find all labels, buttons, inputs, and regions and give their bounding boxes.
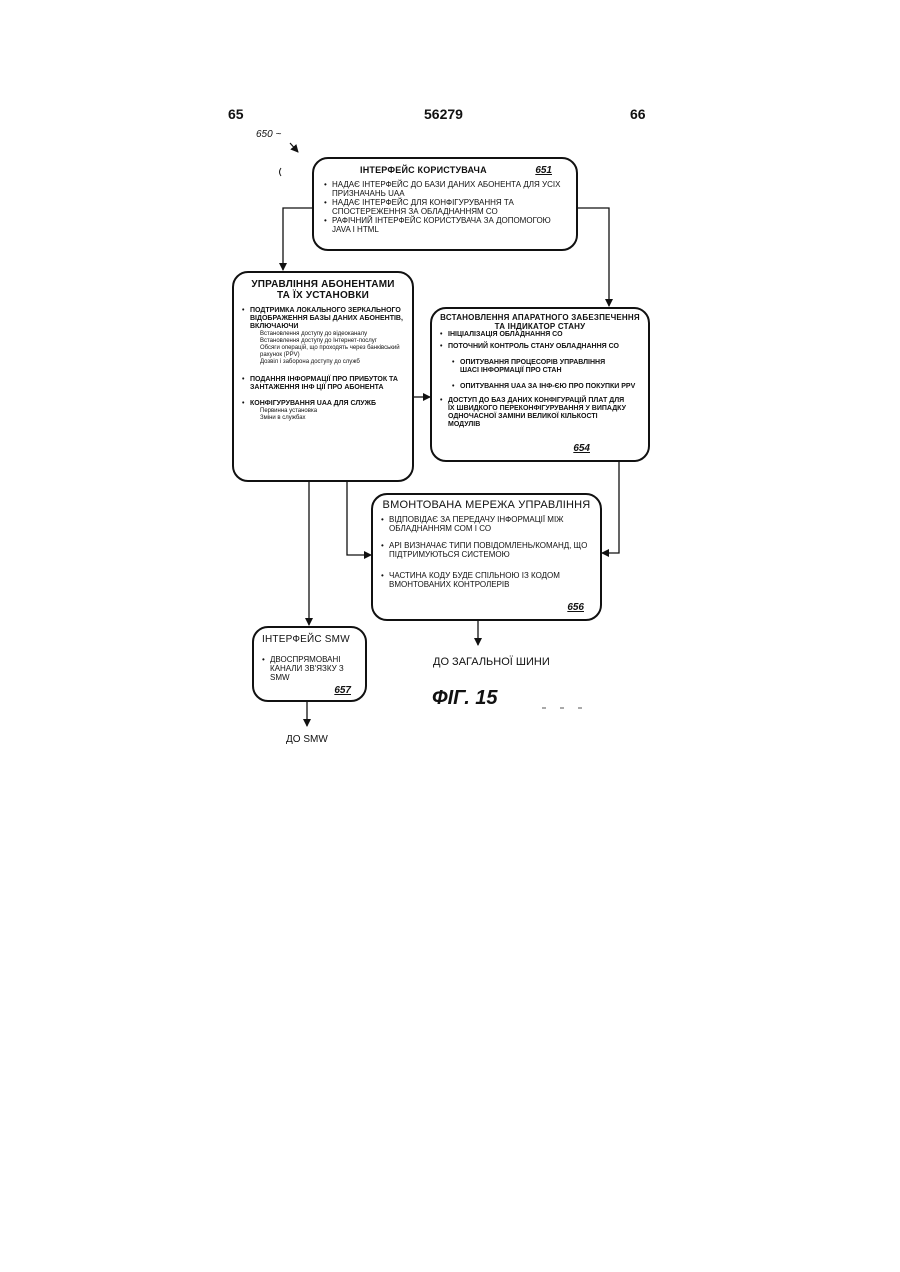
hardware-item: ПОТОЧНИЙ КОНТРОЛЬ СТАНУ ОБЛАДНАННЯ СО xyxy=(440,343,640,351)
user-interface-item: НАДАЄ ІНТЕРФЕЙС ДО БАЗИ ДАНИХ АБОНЕНТА Д… xyxy=(324,180,566,198)
user-interface-ref: 651 xyxy=(535,165,552,176)
link-subs-net xyxy=(347,482,371,555)
figure-label: ФІГ. 15 xyxy=(432,687,498,710)
subscriber-item-mirror: ПОДТРИМКА ЛОКАЛЬНОГО ЗЕРКАЛЬНОГО ВІДОБРА… xyxy=(242,307,404,331)
hardware-title-1: ВСТАНОВЛЕННЯ АПАРАТНОГО ЗАБЕЗПЕЧЕННЯ xyxy=(440,313,640,322)
embedded-network-item: ВІДПОВІДАЄ ЗА ПЕРЕДАЧУ ІНФОРМАЦІЇ МІЖ ОБ… xyxy=(381,515,589,533)
subscriber-subitem: Встановлення доступу до відеоканалу xyxy=(260,331,404,338)
subscriber-subitem: Встановлення доступу до Інтернет-послуг xyxy=(260,338,404,345)
subscriber-management-box: УПРАВЛІННЯ АБОНЕНТАМИ ТА ЇХ УСТАНОВКИ ПО… xyxy=(232,271,414,482)
user-interface-box: ІНТЕРФЕЙС КОРИСТУВАЧА НАДАЄ ІНТЕРФЕЙС ДО… xyxy=(312,157,578,251)
subscriber-subitem: Зміни в службах xyxy=(260,415,404,422)
embedded-network-ref: 656 xyxy=(567,602,584,613)
to-bus-label: ДО ЗАГАЛЬНОЇ ШИНИ xyxy=(433,656,550,668)
subscriber-subitem: Дозвіл і заборона доступу до служб xyxy=(260,359,404,366)
smw-interface-title: ІНТЕРФЕЙС SMW xyxy=(262,634,357,645)
stray-mark xyxy=(280,168,282,176)
subscriber-item-config: КОНФІГУРУВАННЯ UAA ДЛЯ СЛУЖБ xyxy=(242,400,404,408)
hardware-ref: 654 xyxy=(573,443,590,454)
embedded-network-item: ЧАСТИНА КОДУ БУДЕ СПІЛЬНОЮ ІЗ КОДОМ ВМОН… xyxy=(381,571,569,589)
hardware-title-2: ТА ІНДИКАТОР СТАНУ xyxy=(440,322,640,331)
hardware-item: ДОСТУП ДО БАЗ ДАНИХ КОНФІГУРАЦІЙ ПЛАТ ДЛ… xyxy=(440,397,628,429)
embedded-network-item: API ВИЗНАЧАЄ ТИПИ ПОВІДОМЛЕНЬ/КОМАНД, ЩО… xyxy=(381,541,589,559)
to-smw-label: ДО SMW xyxy=(286,734,328,745)
hardware-subitem: ОПИТУВАННЯ UAA ЗА ІНФ-ЄЮ ПРО ПОКУПКИ PPV xyxy=(452,383,640,391)
user-interface-item: НАДАЄ ІНТЕРФЕЙС ДЛЯ КОНФІГУРУВАННЯ ТА СП… xyxy=(324,198,566,216)
link-ui-hw xyxy=(578,208,609,306)
subscriber-management-title-2: ТА ЇХ УСТАНОВКИ xyxy=(242,290,404,301)
embedded-network-title: ВМОНТОВАНА МЕРЕЖА УПРАВЛІННЯ xyxy=(381,499,592,511)
smw-interface-ref: 657 xyxy=(334,685,351,696)
figure-pointer xyxy=(290,143,298,152)
smw-interface-item: ДВОСПРЯМОВАНІ КАНАЛИ ЗВ'ЯЗКУ З SMW xyxy=(262,655,365,682)
link-hw-net xyxy=(602,462,619,553)
subscriber-management-title-1: УПРАВЛІННЯ АБОНЕНТАМИ xyxy=(242,279,404,290)
subscriber-subitem: Первинна установка xyxy=(260,408,404,415)
subscriber-item-revenue: ПОДАННЯ ІНФОРМАЦІЇ ПРО ПРИБУТОК ТА ЗАНТА… xyxy=(242,376,404,392)
embedded-network-box: ВМОНТОВАНА МЕРЕЖА УПРАВЛІННЯ ВІДПОВІДАЄ … xyxy=(371,493,602,621)
hardware-subitem: ОПИТУВАННЯ ПРОЦЕСОРІВ УПРАВЛІННЯ ШАСІ ІН… xyxy=(452,359,610,375)
smw-interface-box: ІНТЕРФЕЙС SMW ДВОСПРЯМОВАНІ КАНАЛИ ЗВ'ЯЗ… xyxy=(252,626,367,702)
hardware-setup-box: ВСТАНОВЛЕННЯ АПАРАТНОГО ЗАБЕЗПЕЧЕННЯ ТА … xyxy=(430,307,650,462)
hardware-item: ІНІЦІАЛІЗАЦІЯ ОБЛАДНАННЯ СО xyxy=(440,331,640,339)
user-interface-item: РАФІЧНИЙ ІНТЕРФЕЙС КОРИСТУВАЧА ЗА ДОПОМО… xyxy=(324,216,566,234)
subscriber-subitem: Обсяги операцій, що проходять через банк… xyxy=(260,345,404,359)
link-ui-subs xyxy=(283,208,312,270)
